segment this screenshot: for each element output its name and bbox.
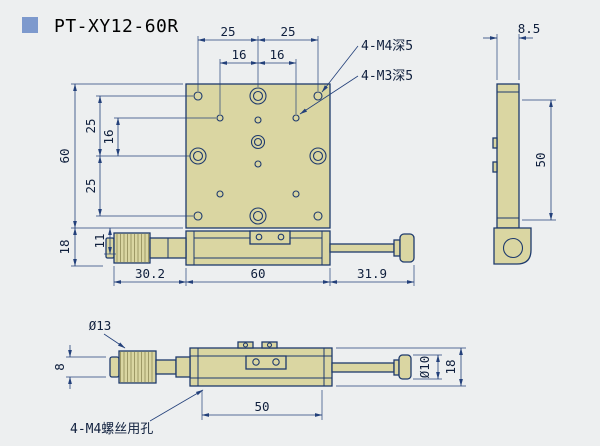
tab-screw [266,342,273,348]
dim-offset: 11 [92,233,107,248]
m4-hole [193,91,203,101]
m4-hole [193,211,203,221]
counterbore-inner [312,150,324,162]
dim-plate-height: 60 [57,148,72,163]
center-clamp-front [245,355,287,370]
dim-bottom-center: 60 [250,266,265,281]
micrometer-collar [175,356,191,378]
counterbore-outer [309,147,327,165]
dim-left-upper: 25 [83,118,98,133]
guide-rod [329,243,395,253]
center-counterbore [250,134,266,150]
micrometer-end-circle [502,237,524,259]
clamp-screw [255,233,263,241]
m3-hole [216,190,224,198]
dim-knob-diameter: Ø13 [89,318,112,333]
dim-side-width: 8.5 [518,21,541,36]
dim-left-lower: 25 [83,178,98,193]
top-view-dimensions: 25 25 16 16 4-M4深5 4-M3深5 60 25 16 25 18 [57,24,415,286]
dim-bottom-right: 31.9 [357,266,387,281]
leader-line-screw-holes [149,389,204,422]
title-square-icon [22,17,38,33]
micrometer-ratchet-cap [109,356,120,378]
stage-side-profile [496,83,520,229]
counterbore-outer [249,207,267,225]
m4-hole [313,91,323,101]
center-counterbore-inner [253,137,263,147]
side-tab [492,161,498,173]
counterbore-outer [249,87,267,105]
note-screw-holes: 4-M4螺丝用孔 [70,422,153,437]
center-holes [250,116,266,168]
page-title: PT-XY12-60R [54,16,179,37]
leader-line-m4 [321,45,359,93]
side-tab [492,137,498,149]
dim-inner-left: 16 [231,47,246,62]
top-tab [237,341,254,349]
micrometer-spindle [155,359,177,375]
rod-flange-front [393,359,400,376]
title-block: PT-XY12-60R [22,16,179,37]
center-small-hole [254,116,262,124]
leader-line-m3 [299,75,359,115]
side-view-dimensions: 8.5 50 [483,21,556,221]
m3-hole [292,190,300,198]
dim-block-height: 18 [57,239,72,254]
m3-hole [292,114,300,122]
micrometer-assembly-top [105,230,415,266]
micrometer-bracket-side [493,227,532,265]
m3-inner-holes [216,114,300,198]
knob-knurling [120,352,155,382]
dim-cap-diameter: 8 [52,363,67,371]
dim-top-left: 25 [220,24,235,39]
dim-top-right: 25 [280,24,295,39]
counterbore-inner [192,150,204,162]
top-view [105,83,415,266]
m4-corner-holes [193,91,323,221]
note-m3-holes: 4-M3深5 [361,69,413,84]
guide-rod-front [331,362,395,373]
stage-top-plate [185,83,331,229]
tab-screw [242,342,249,348]
rod-end-knob-front [398,354,412,380]
dim-side-span: 50 [533,152,548,167]
center-small-hole [254,160,262,168]
dim-rod-diameter: Ø10 [417,356,432,379]
clamp-screw [277,233,285,241]
dim-front-span: 50 [254,399,269,414]
dim-inner-right: 16 [269,47,284,62]
clamp-screw [252,358,260,366]
m3-hole [216,114,224,122]
rod-flange [393,239,401,257]
top-tab [261,341,278,349]
dim-left-mid: 16 [101,129,116,144]
leader-line-knob [103,333,126,349]
dim-front-height: 18 [443,359,458,374]
side-view [492,83,532,265]
counterbore-inner [252,90,264,102]
counterbore-inner [252,210,264,222]
front-view [109,341,412,387]
m4-hole [313,211,323,221]
thimble-knurling [115,234,149,262]
rod-end-knob [399,233,415,263]
dim-bottom-left: 30.2 [135,266,165,281]
front-view-dimensions: Ø13 8 Ø10 18 50 4-M4螺丝用孔 [52,318,466,437]
clamp-screw [272,358,280,366]
note-m4-holes: 4-M4深5 [361,39,413,54]
